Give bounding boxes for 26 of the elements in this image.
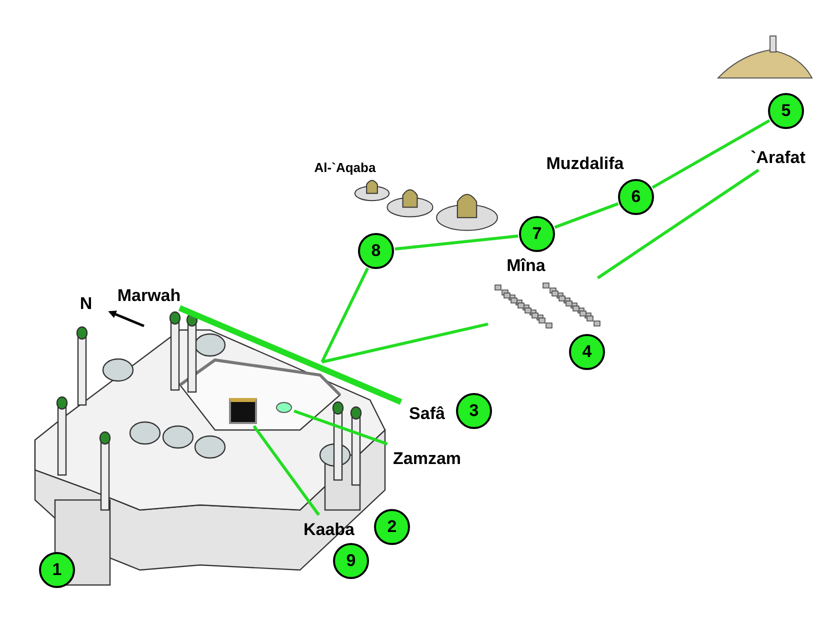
- callout-number: 1: [39, 552, 75, 588]
- callout-number: 6: [618, 179, 654, 215]
- route-line: [652, 119, 770, 189]
- place-label: `Arafat: [742, 146, 814, 168]
- callout-number: 8: [358, 233, 394, 269]
- route-line: [394, 234, 518, 250]
- route-line: [178, 305, 402, 405]
- place-label: Mîna: [500, 254, 552, 276]
- place-label: Al-`Aqaba: [303, 158, 387, 176]
- route-line: [596, 168, 760, 280]
- route-line: [320, 267, 370, 363]
- route-line: [554, 202, 619, 229]
- kaaba-drawing: [229, 398, 257, 424]
- north-label: N: [78, 292, 94, 314]
- callout-number: 5: [768, 93, 804, 129]
- callout-number: 7: [519, 216, 555, 252]
- place-label: Safâ: [403, 402, 451, 424]
- leader-line: [294, 410, 388, 446]
- route-line: [322, 322, 488, 364]
- place-label: Zamzam: [383, 446, 471, 470]
- callout-number: 4: [569, 334, 605, 370]
- place-label: Marwah: [108, 284, 190, 306]
- callout-number: 3: [456, 393, 492, 429]
- callout-number: 2: [374, 509, 410, 545]
- callout-number: 9: [333, 543, 369, 579]
- place-label: Muzdalifa: [536, 152, 634, 174]
